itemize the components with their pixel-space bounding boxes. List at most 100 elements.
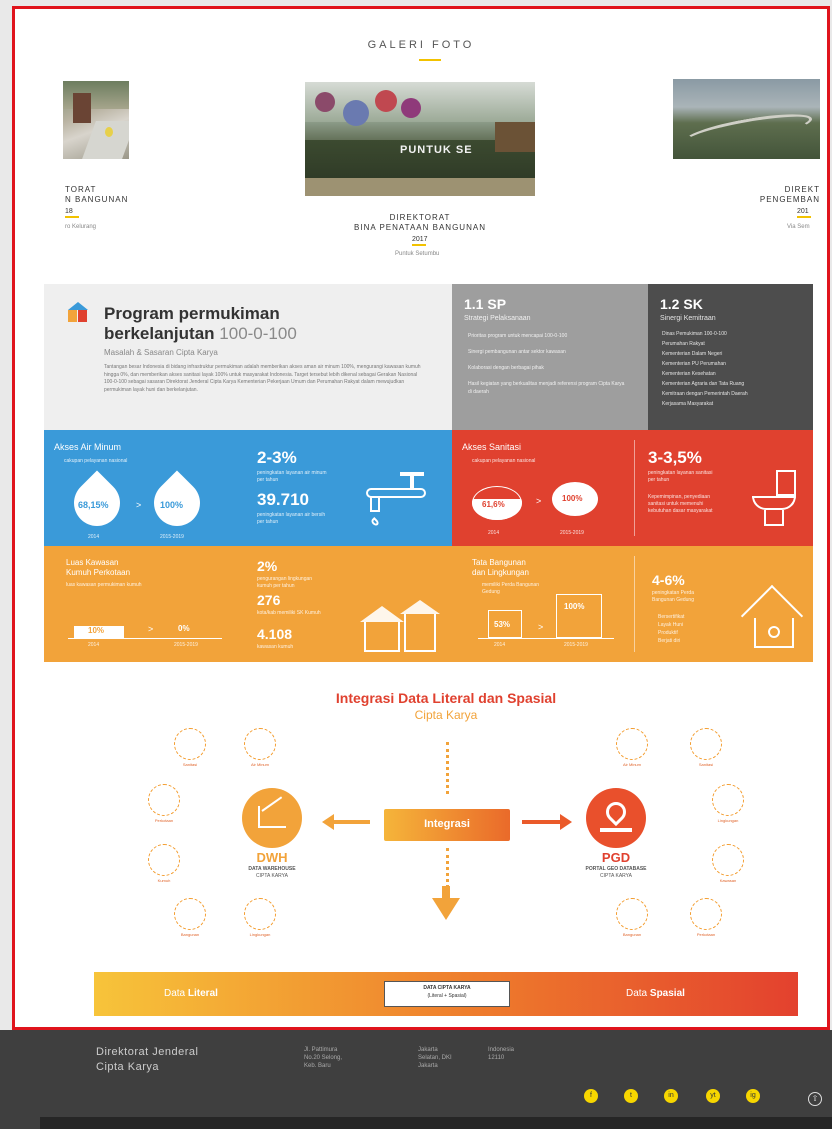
dwh-circle-icon[interactable] — [242, 788, 302, 848]
footer-addr-2: No.20 Selong, — [304, 1055, 343, 1061]
youtube-icon[interactable]: yt — [706, 1089, 720, 1103]
gallery-location-3: Via Sem — [787, 224, 810, 230]
dwh-node-label-4: Kumuh — [157, 878, 171, 883]
twitter-icon[interactable]: t — [624, 1089, 638, 1103]
program-title-line1: Program permukiman — [104, 304, 280, 323]
kumuh-to-year: 2015-2019 — [174, 642, 198, 648]
gallery-caption-3: DIREKT PENGEMBAN — [715, 185, 820, 205]
footer-org-line2: Cipta Karya — [96, 1061, 159, 1073]
pgd-label: PGD — [601, 850, 631, 865]
facebook-icon[interactable]: f — [584, 1089, 598, 1103]
program-body: Tantangan besar Indonesia di bidang infr… — [104, 364, 421, 393]
sk-subtitle: Sinergi Kemitraan — [660, 315, 716, 322]
kumuh-baseline — [68, 638, 222, 639]
program-title-line2: berkelanjutan 100-0-100 — [104, 324, 297, 344]
footer-city-2: Selatan, DKI — [418, 1055, 452, 1061]
gallery-location-1: ro Kelurang — [65, 224, 97, 230]
data-spasial-label: Data Spasial — [626, 988, 685, 999]
air-to-year: 2015-2019 — [160, 534, 184, 540]
sanitasi-to-value: 100% — [562, 494, 583, 503]
sanitasi-from-year: 2014 — [488, 530, 500, 536]
dwh-sub-2: CIPTA KARYA — [256, 873, 288, 879]
sk-item-3: Kementerian Dalam Negeri — [662, 351, 723, 357]
data-literal-b: Literal — [187, 988, 218, 999]
bangunan-box-2014 — [488, 610, 522, 638]
sk-item-6: Kementerian Agraria dan Tata Ruang — [662, 381, 745, 387]
sp-item-4: Hasil kegiatan yang berkualitas menjadi … — [468, 381, 625, 395]
integration-subtitle: Cipta Karya — [414, 708, 478, 722]
program-subtitle: Masalah & Sasaran Cipta Karya — [104, 348, 218, 357]
pgd-node-5[interactable] — [616, 898, 648, 930]
toilet-icon — [752, 470, 802, 530]
kumuh-from-value: 10% — [88, 626, 105, 635]
house-gavel-icon — [740, 584, 806, 652]
kumuh-subtitle: luas kawasan permukiman kumuh — [66, 582, 142, 588]
kumuh-from-year: 2014 — [88, 642, 100, 648]
integrasi-box[interactable] — [384, 809, 510, 841]
instagram-icon[interactable]: ig — [746, 1089, 760, 1103]
linkedin-icon[interactable]: in — [664, 1089, 678, 1103]
sanitasi-to-year: 2015-2019 — [560, 530, 584, 536]
dwh-node-5[interactable] — [174, 898, 206, 930]
data-cipta-karya-line1: DATA CIPTA KARYA — [423, 985, 471, 991]
pgd-node-label-3: Lingkungan — [717, 818, 739, 823]
gallery-year-line-2 — [412, 244, 426, 246]
sanitasi-circle-outline — [472, 486, 522, 520]
pgd-node-1[interactable] — [616, 728, 648, 760]
dwh-node-label-5: Bangunan — [180, 932, 200, 937]
gallery-photo-3[interactable] — [673, 79, 820, 159]
kumuh-panel: Luas Kawasan Kumuh Perkotaan luas kawasa… — [44, 546, 452, 662]
kumuh-stat3: 4.108 — [257, 626, 293, 642]
footer-country-1: Indonesia — [488, 1047, 515, 1053]
footer-country-2: 12110 — [488, 1055, 505, 1061]
dwh-node-3[interactable] — [148, 784, 180, 816]
bangunan-title-1: Tata Bangunan — [472, 558, 526, 567]
air-stat1: 2-3% — [257, 448, 297, 467]
pgd-node-3[interactable] — [712, 784, 744, 816]
dwh-node-2[interactable] — [244, 728, 276, 760]
sk-item-1: Dinas Pemukiman 100-0-100 — [662, 331, 727, 337]
bangunan-to-year: 2015-2019 — [564, 642, 588, 648]
gallery-photo-1[interactable] — [63, 81, 129, 159]
sanitasi-circle-target — [552, 482, 598, 516]
footer-city-3: Jakarta — [418, 1063, 438, 1069]
dwh-sub-1: DATA WAREHOUSE — [248, 866, 296, 872]
gallery-photo-2[interactable]: PUNTUK SE — [305, 82, 535, 196]
dwh-node-4[interactable] — [148, 844, 180, 876]
kumuh-title-1: Luas Kawasan — [66, 558, 119, 567]
integration-title: Integrasi Data Literal dan Spasial — [335, 690, 557, 706]
sk-item-5: Kementerian Kesehatan — [662, 371, 716, 377]
bangunan-bullet-1: Bersertifikat — [658, 614, 685, 620]
right-arrow-icon — [522, 820, 562, 824]
gallery-title-underline — [419, 59, 441, 61]
sanitasi-divider — [634, 440, 635, 536]
sanitasi-arrow: > — [536, 496, 542, 506]
pgd-node-label-4: Kawasan — [719, 878, 737, 883]
dwh-node-1[interactable] — [174, 728, 206, 760]
pgd-node-4[interactable] — [712, 844, 744, 876]
bangunan-bullet-4: Berjati diri — [658, 638, 681, 644]
sp-title: 1.1 SP — [464, 296, 507, 312]
gallery-name-3a: DIREKT — [784, 185, 820, 194]
pgd-circle-icon[interactable] — [586, 788, 646, 848]
pgd-node-6[interactable] — [690, 898, 722, 930]
air-minum-panel: Akses Air Minum cakupan pelayanan nasion… — [44, 430, 452, 546]
bangunan-to-value: 100% — [564, 602, 585, 611]
bangunan-box-target — [556, 594, 602, 638]
air-stat1-note: peningkatan layanan air minum per tahun — [257, 470, 327, 483]
air-stat2-note: peningkatan layanan air bersih per tahun — [257, 512, 326, 525]
pgd-node-label-5: Bangunan — [622, 932, 642, 937]
sk-item-7: Kemitraan dengan Pemerintah Daerah — [662, 391, 748, 397]
scroll-top-button[interactable]: ⇧ — [808, 1092, 822, 1106]
pgd-node-2[interactable] — [690, 728, 722, 760]
kumuh-stat3-note: kawasan kumuh — [257, 644, 294, 650]
sk-item-2: Perumahan Rakyat — [662, 341, 705, 347]
integration-diagram: Integrasi Data Literal dan Spasial Cipta… — [94, 672, 798, 1027]
infographic-100-0-100: Program permukiman berkelanjutan 100-0-1… — [44, 284, 813, 662]
sanitasi-stat1-note: peningkatan layanan sanitasi per tahun — [648, 470, 713, 483]
dwh-node-6[interactable] — [244, 898, 276, 930]
bangunan-divider — [634, 556, 635, 652]
bangunan-bullet-3: Produktif — [658, 630, 678, 636]
data-cipta-karya-box[interactable] — [384, 981, 510, 1007]
